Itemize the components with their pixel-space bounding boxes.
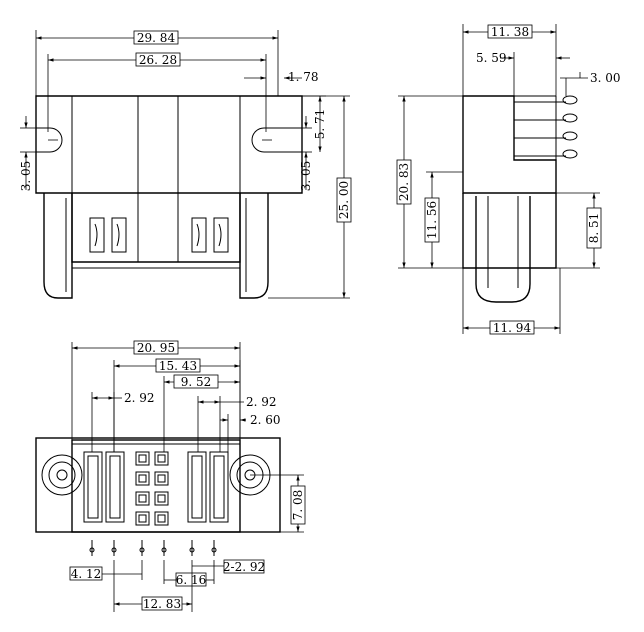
label-15-43: 15. 43 xyxy=(159,359,197,373)
bottom-view: 20. 95 15. 43 9. 52 2. 92 xyxy=(35,340,306,612)
label-12-83: 12. 83 xyxy=(143,597,181,611)
label-25-00: 25. 00 xyxy=(337,181,351,219)
front-dim-hole-left: 3. 05 xyxy=(19,116,36,191)
label-29-84: 29. 84 xyxy=(137,31,176,45)
side-dim-top-width: 11. 38 xyxy=(462,24,557,96)
label-3-05-left: 3. 05 xyxy=(19,161,33,192)
front-dim-ear-offset: 1. 78 xyxy=(244,70,319,84)
label-11-38: 11. 38 xyxy=(491,25,529,39)
label-9-52: 9. 52 xyxy=(181,375,212,389)
bottom-dim-left-slot: 2. 92 xyxy=(91,391,155,452)
front-body-outline xyxy=(35,95,303,299)
side-dim-pin-offset: 5. 59 xyxy=(476,51,570,96)
label-1-78: 1. 78 xyxy=(288,70,319,84)
label-11-56: 11. 56 xyxy=(425,201,439,239)
front-dim-overall-width: 29. 84 xyxy=(35,30,279,96)
label-8-51: 8. 51 xyxy=(587,213,601,244)
bottom-body-outline xyxy=(35,437,281,556)
side-dim-body-height: 20. 83 xyxy=(396,95,463,269)
bottom-dim-slot-width: 2. 60 xyxy=(220,413,281,452)
side-dim-bottom-width: 11. 94 xyxy=(462,268,561,335)
label-2-60: 2. 60 xyxy=(250,413,281,427)
bottom-dim-pin-left: 4. 12 xyxy=(69,560,143,612)
label-3-05-right: 3. 05 xyxy=(299,161,313,192)
bottom-dim-pin-center: 6. 16 xyxy=(163,560,215,587)
bottom-dim-pin-right: 2-2. 92 xyxy=(191,559,265,574)
label-26-28: 26. 28 xyxy=(139,53,177,67)
label-11-94: 11. 94 xyxy=(493,321,532,335)
bottom-dim-right-slot: 2. 92 xyxy=(197,395,277,452)
bottom-dim-pin-base: 12. 83 xyxy=(114,572,193,612)
bottom-dim-inner-pins: 9. 52 xyxy=(163,374,240,452)
side-dim-lower-height: 11. 56 xyxy=(424,171,463,268)
bottom-dim-body-depth: 7. 08 xyxy=(240,474,306,533)
label-7-08: 7. 08 xyxy=(291,490,305,521)
label-3-00: 3. 00 xyxy=(590,71,621,85)
label-20-95: 20. 95 xyxy=(137,341,175,355)
front-dim-hole-spacing: 26. 28 xyxy=(47,52,267,132)
side-dim-plug-height: 8. 51 xyxy=(556,192,602,269)
label-2-2-92: 2-2. 92 xyxy=(223,560,265,574)
label-4-12: 4. 12 xyxy=(71,567,102,581)
label-5-59: 5. 59 xyxy=(476,51,507,65)
label-20-83: 20. 83 xyxy=(397,163,411,201)
front-dim-overall-height: 25. 00 xyxy=(268,95,352,299)
side-view: 11. 38 5. 59 3. 00 20. 83 xyxy=(396,24,621,335)
label-5-71: 5. 71 xyxy=(313,109,327,140)
front-dim-hole-right: 5. 71 3. 05 xyxy=(299,95,327,192)
bottom-dim-pin-span: 20. 95 xyxy=(71,340,241,440)
front-view: 29. 84 26. 28 1. 78 3. 05 xyxy=(19,30,352,299)
label-6-16: 6. 16 xyxy=(176,573,207,587)
side-dim-pin-pitch: 3. 00 xyxy=(560,71,621,96)
label-2-92-left: 2. 92 xyxy=(124,391,155,405)
label-2-92-right: 2. 92 xyxy=(246,395,277,409)
